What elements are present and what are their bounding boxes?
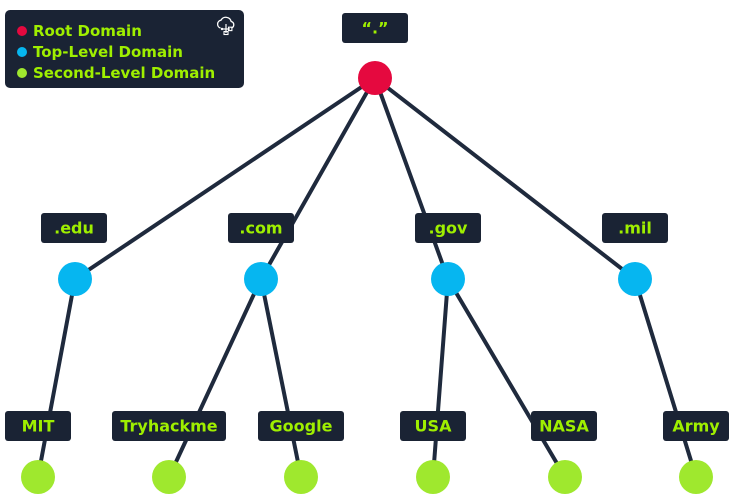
tld-label-edu: .edu	[41, 213, 107, 243]
sld-label-google: Google	[258, 411, 344, 441]
sld-label-tryhackme-box	[112, 411, 226, 441]
sld-label-army-text: Army	[672, 417, 720, 436]
tld-label-gov-text: .gov	[429, 219, 469, 238]
edge-root-com	[259, 76, 377, 281]
tld-label-com: .com	[228, 213, 294, 243]
sld-label-tryhackme: Tryhackme	[112, 411, 226, 441]
tld-node-edu	[58, 262, 92, 296]
tree-nodes	[21, 61, 713, 494]
sld-node-mit	[21, 460, 55, 494]
tld-label-mil-text: .mil	[618, 219, 652, 238]
tld-label-mil-box	[602, 213, 668, 243]
legend-root-dot	[17, 25, 27, 36]
legend-item-root: Root Domain	[17, 20, 244, 41]
tld-node-gov	[431, 262, 465, 296]
edge-mil-army	[633, 277, 698, 479]
sld-node-tryhackme	[152, 460, 186, 494]
sld-label-usa-box	[400, 411, 466, 441]
sld-label-mit-box	[5, 411, 71, 441]
sld-label-mit-text: MIT	[22, 417, 55, 436]
tld-node-mil	[618, 262, 652, 296]
edge-edu-mit	[36, 277, 77, 479]
tree-edges	[36, 76, 698, 479]
sld-node-nasa	[548, 460, 582, 494]
tld-label-mil: .mil	[602, 213, 668, 243]
tld-label-com-text: .com	[239, 219, 282, 238]
legend-sld-label: Second-Level Domain	[33, 63, 216, 82]
sld-node-usa	[416, 460, 450, 494]
legend-root-label: Root Domain	[33, 21, 142, 40]
sld-node-google	[284, 460, 318, 494]
legend-item-sld: Second-Level Domain	[17, 62, 244, 83]
edge-root-edu	[73, 76, 377, 281]
sld-label-mit: MIT	[5, 411, 71, 441]
sld-label-google-box	[258, 411, 344, 441]
sld-label-tryhackme-text: Tryhackme	[120, 417, 217, 436]
root-label-text: “.”	[361, 19, 388, 38]
root-label-box	[342, 13, 408, 43]
tld-label-edu-text: .edu	[54, 219, 94, 238]
edge-gov-nasa	[446, 277, 567, 479]
root-label: “.”	[342, 13, 408, 43]
edge-root-gov	[373, 76, 450, 281]
root-node	[358, 61, 392, 95]
tld-label-gov-box	[415, 213, 481, 243]
sld-label-army-box	[663, 411, 729, 441]
tld-label-com-box	[228, 213, 294, 243]
sld-label-usa: USA	[400, 411, 466, 441]
sld-label-google-text: Google	[270, 417, 333, 436]
edge-root-mil	[373, 76, 637, 281]
sld-node-army	[679, 460, 713, 494]
sld-label-nasa-box	[531, 411, 597, 441]
tld-label-edu-box	[41, 213, 107, 243]
legend-sld-dot	[17, 67, 27, 78]
sld-label-nasa: NASA	[531, 411, 597, 441]
sld-label-usa-text: USA	[415, 417, 453, 436]
legend-tld-label: Top-Level Domain	[33, 42, 183, 61]
sld-label-nasa-text: NASA	[539, 417, 589, 436]
legend-item-tld: Top-Level Domain	[17, 41, 244, 62]
legend-tld-dot	[17, 46, 27, 57]
tld-label-gov: .gov	[415, 213, 481, 243]
edge-com-google	[259, 277, 303, 479]
sld-label-army: Army	[663, 411, 729, 441]
cloud-network-icon	[216, 16, 235, 36]
legend: Root Domain Top-Level Domain Second-Leve…	[5, 10, 244, 88]
tld-node-com	[244, 262, 278, 296]
edge-com-tryhackme	[167, 277, 263, 479]
edge-gov-usa	[431, 277, 450, 479]
